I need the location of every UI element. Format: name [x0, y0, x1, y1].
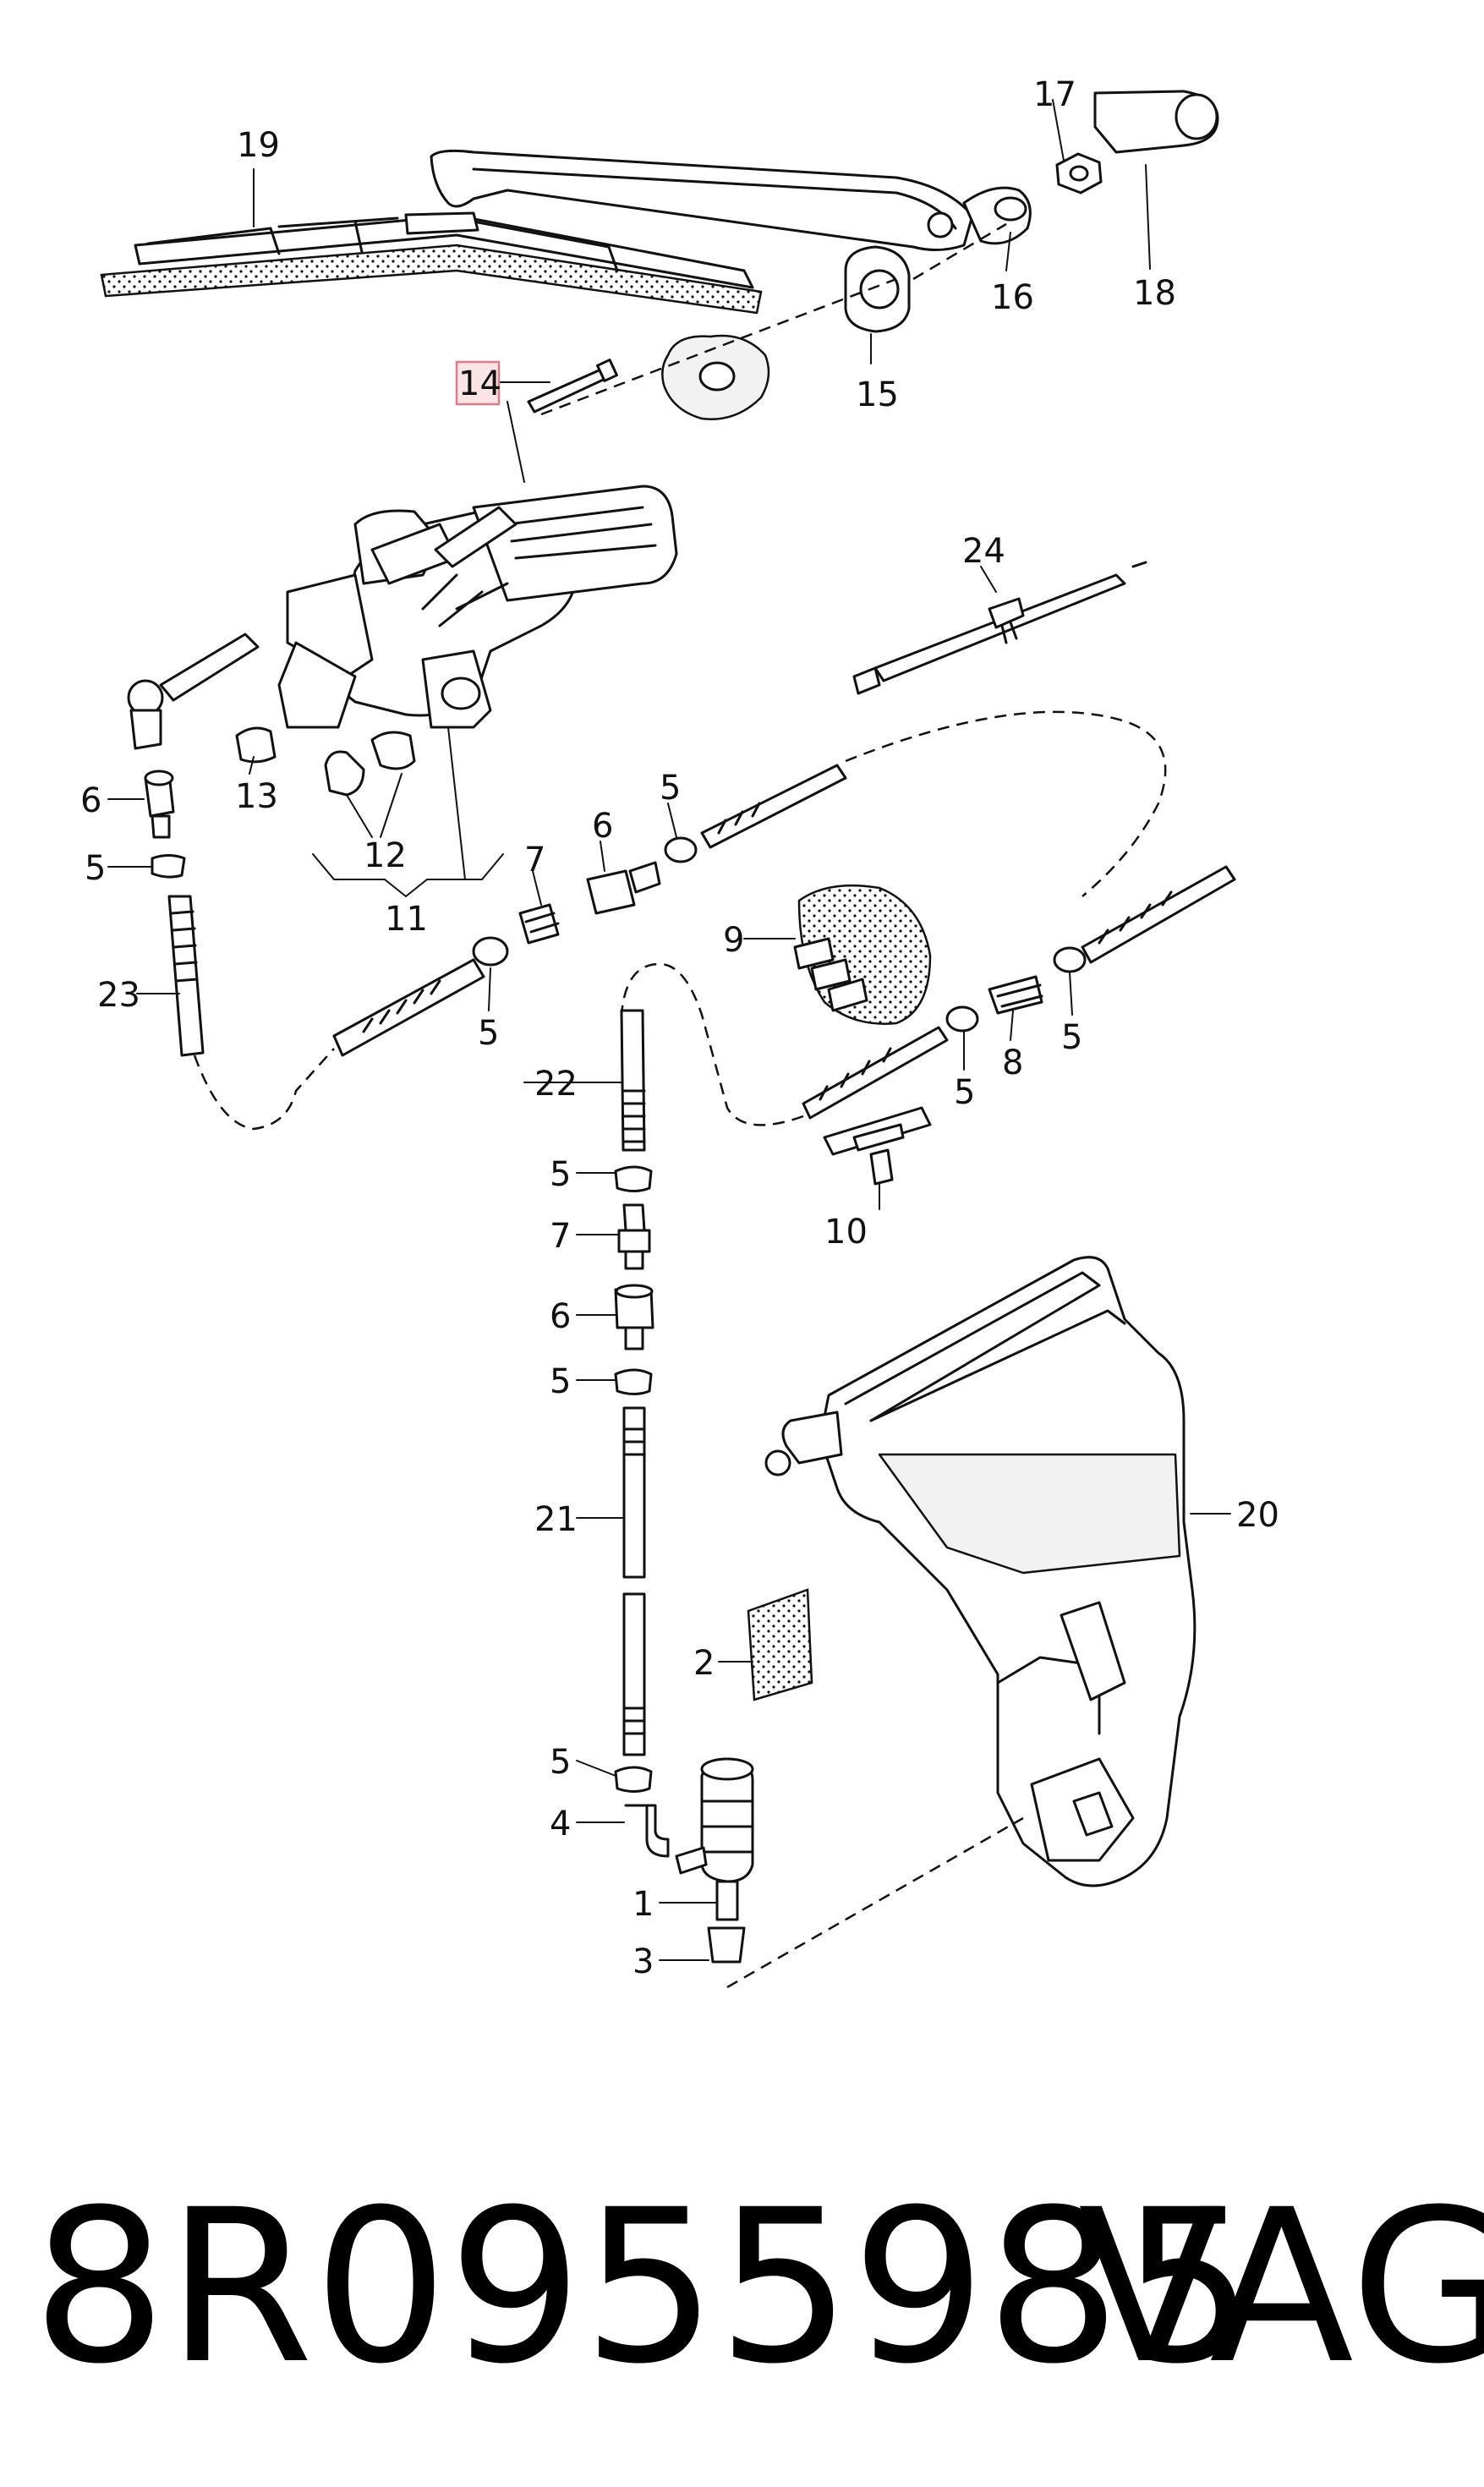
foam-pad: [747, 1588, 813, 1701]
callout-7a: 7: [524, 841, 545, 879]
callout-5e: 5: [954, 1073, 975, 1112]
callout-22: 22: [534, 1065, 578, 1104]
callout-21: 21: [534, 1500, 578, 1539]
callout-6a: 6: [80, 781, 101, 820]
highlight-box-14: [455, 360, 501, 406]
washer-pump: [675, 1757, 754, 1964]
brand-name: VAG: [1078, 2164, 1484, 2410]
callout-5c: 5: [478, 1014, 499, 1053]
wiper-arm: [430, 149, 1032, 251]
callout-6b: 6: [592, 807, 613, 846]
callout-17: 17: [1033, 75, 1076, 114]
center-hose-assembly: [332, 710, 1167, 1057]
vertical-hose-assembly: [614, 1009, 670, 1858]
callout-15: 15: [856, 375, 899, 414]
callout-2: 2: [693, 1644, 715, 1683]
fasteners-12-13: [235, 726, 416, 797]
callout-8: 8: [1002, 1044, 1023, 1082]
callout-10: 10: [824, 1213, 868, 1252]
callout-1: 1: [632, 1885, 654, 1924]
callout-5h: 5: [550, 1743, 571, 1782]
callout-5f: 5: [550, 1155, 571, 1194]
bolt-14: [527, 359, 618, 414]
callout-leaders: [107, 99, 1231, 1961]
callout-23: 23: [97, 976, 140, 1015]
right-hose-assembly: [620, 865, 1236, 1126]
callout-19: 19: [237, 126, 280, 165]
cable-tie: [852, 561, 1147, 695]
left-hose-assembly: [144, 770, 335, 1131]
callout-16: 16: [991, 278, 1034, 317]
bushing-and-seal: [540, 222, 1007, 420]
callout-5g: 5: [550, 1362, 571, 1401]
callout-12: 12: [364, 836, 407, 875]
callout-7b: 7: [550, 1217, 571, 1256]
callout-3: 3: [632, 1942, 654, 1981]
callout-13: 13: [235, 777, 278, 816]
nut-and-cap: [1055, 90, 1219, 194]
wiper-blade: [100, 211, 763, 315]
callout-11: 11: [385, 900, 428, 939]
wiper-motor: [127, 485, 678, 750]
hose-clip: [823, 1106, 932, 1186]
callout-20: 20: [1236, 1496, 1279, 1535]
callout-labels: 19 17 18 16 15 14 24 13 12 11 6 5 23 7 6…: [80, 75, 1279, 1981]
callout-18: 18: [1133, 274, 1176, 313]
footer-caption: 8R0955985 VAG: [0, 2148, 1484, 2427]
callout-9: 9: [723, 921, 744, 960]
callout-5a: 5: [85, 849, 106, 888]
washer-reservoir: [726, 1256, 1197, 1989]
callout-5d: 5: [1061, 1018, 1082, 1057]
callout-14: 14: [458, 364, 501, 403]
callout-24: 24: [962, 532, 1005, 571]
part-number: 8R0955985: [32, 2164, 1256, 2410]
callout-6c: 6: [550, 1297, 571, 1336]
washer-nozzle: [793, 884, 932, 1025]
callout-4: 4: [550, 1805, 571, 1843]
callout-5b: 5: [660, 769, 681, 808]
brace-11: [312, 853, 504, 898]
